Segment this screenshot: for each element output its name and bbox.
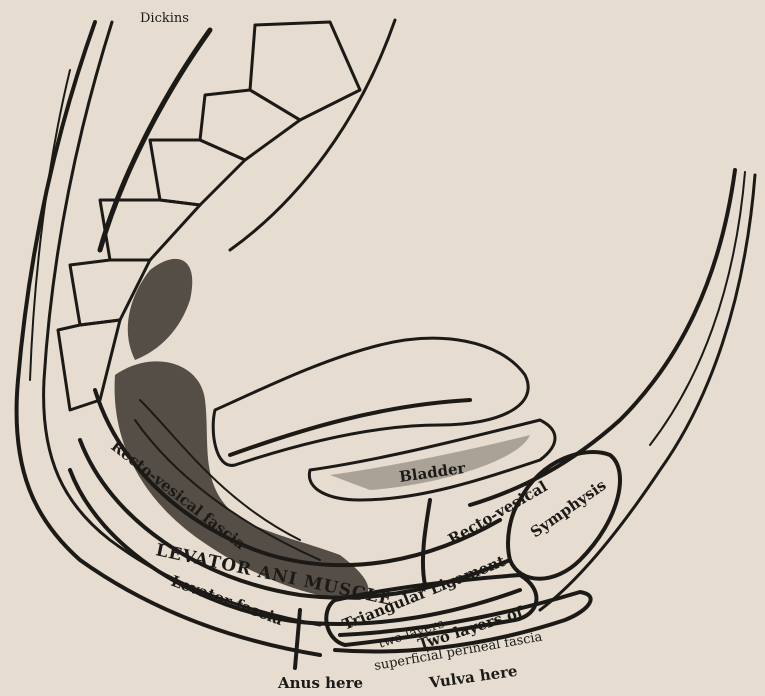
abdominal-wall: [470, 170, 755, 610]
label-vulva-here: Vulva here: [427, 662, 518, 692]
vertebra-1: [250, 22, 360, 120]
vertebra-3: [150, 140, 245, 205]
label-anus-here: Anus here: [277, 674, 363, 692]
uterus: [213, 338, 528, 465]
vertebra-2: [200, 90, 300, 160]
vaginal-canal: [423, 500, 430, 585]
sacrum-anterior-edge: [230, 20, 395, 250]
sacral-vertebrae: [58, 20, 395, 410]
label-dickinson: Dickins: [140, 11, 189, 26]
coccyx: [58, 320, 120, 410]
rectum-upper: [128, 259, 192, 360]
